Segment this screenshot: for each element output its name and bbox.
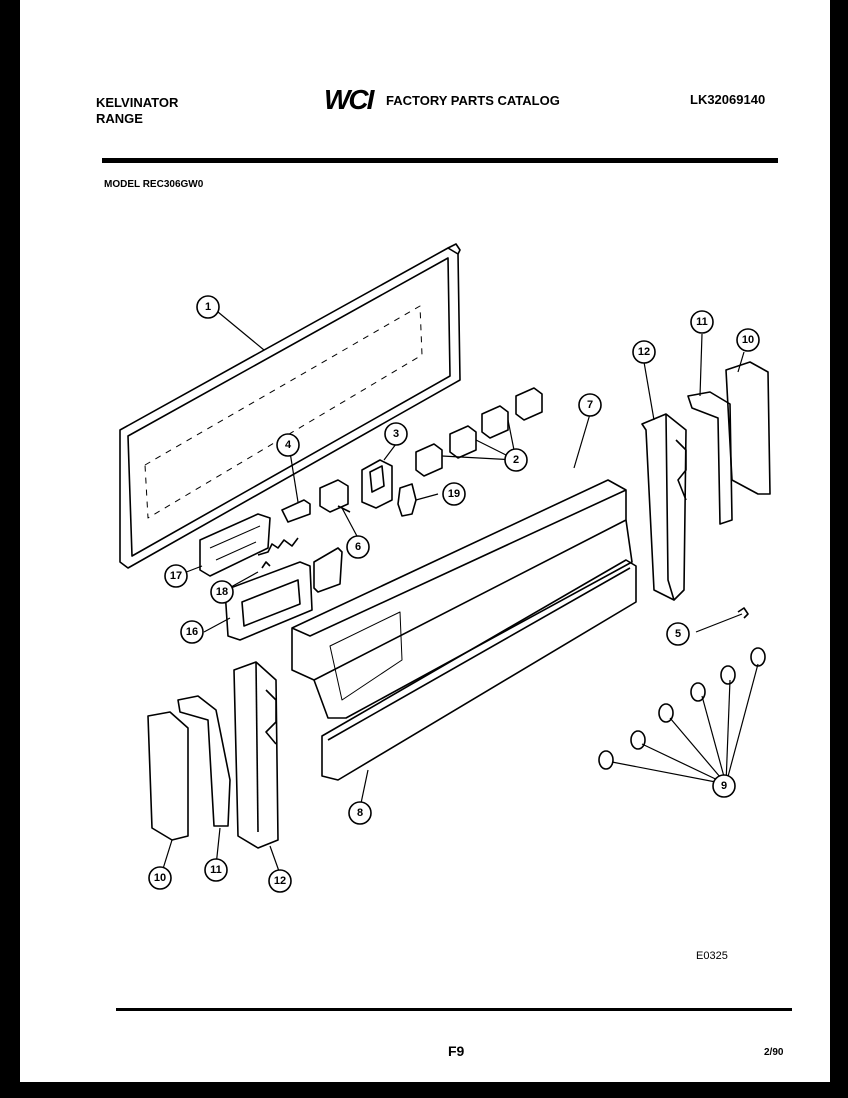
part-end-panel-right — [641, 413, 687, 601]
callout-4: 4 — [285, 439, 292, 451]
footer-divider — [116, 1008, 792, 1011]
part-bracket-right — [687, 391, 733, 525]
page-number: F9 — [448, 1043, 465, 1059]
callout-18: 18 — [216, 586, 228, 598]
part-infinite-switch — [361, 459, 393, 509]
callout-12-right: 12 — [638, 346, 650, 358]
leader-lines — [161, 311, 759, 875]
header-divider — [102, 158, 778, 163]
callout-19: 19 — [448, 488, 460, 500]
parts-catalog-page: KELVINATOR RANGE WCI FACTORY PARTS CATAL… — [20, 0, 830, 1082]
callout-17: 17 — [170, 570, 182, 582]
catalog-title: FACTORY PARTS CATALOG — [386, 93, 560, 108]
callout-11-right: 11 — [696, 316, 708, 328]
model-number: MODEL REC306GW0 — [104, 179, 204, 190]
part-knobs — [598, 647, 766, 770]
product-type: RANGE — [96, 111, 143, 126]
part-screw — [737, 607, 749, 619]
part-clock — [199, 513, 299, 577]
callout-7: 7 — [587, 399, 593, 411]
callout-9: 9 — [721, 780, 727, 792]
part-bracket — [313, 547, 343, 593]
callout-10-left: 10 — [154, 872, 166, 884]
brand-name: KELVINATOR — [96, 95, 179, 110]
callout-6: 6 — [355, 541, 361, 553]
part-end-panel-left — [233, 661, 279, 849]
callout-3: 3 — [393, 428, 399, 440]
part-switch — [319, 479, 349, 513]
part-terminal — [397, 483, 417, 517]
brand-block: KELVINATOR RANGE — [96, 95, 178, 127]
callout-8: 8 — [357, 807, 363, 819]
revision-date: 2/90 — [764, 1047, 784, 1058]
svg-text:WCI: WCI — [324, 84, 376, 114]
diagram-code: E0325 — [696, 950, 728, 962]
callout-10-right: 10 — [742, 334, 754, 346]
callout-1: 1 — [205, 301, 211, 313]
callout-12-left: 12 — [274, 875, 286, 887]
part-lower-trim — [321, 559, 637, 781]
callout-5: 5 — [675, 628, 681, 640]
part-end-cap-left — [147, 711, 189, 841]
callout-11-left: 11 — [210, 864, 222, 876]
part-burner-switches — [415, 387, 543, 477]
part-control-panel — [291, 479, 633, 719]
exploded-parts-diagram: 1 2 3 4 5 6 7 8 9 10 10 11 11 12 12 16 1… — [119, 243, 771, 893]
part-clip — [281, 499, 311, 523]
part-clock-overlay — [224, 561, 313, 641]
wci-logo: WCI — [324, 84, 378, 114]
part-bracket-left — [177, 695, 231, 827]
catalog-code: LK32069140 — [690, 92, 766, 107]
part-end-cap-right — [725, 361, 771, 495]
callout-16: 16 — [186, 626, 198, 638]
callout-2: 2 — [513, 454, 519, 466]
part-backguard-panel — [119, 243, 461, 569]
